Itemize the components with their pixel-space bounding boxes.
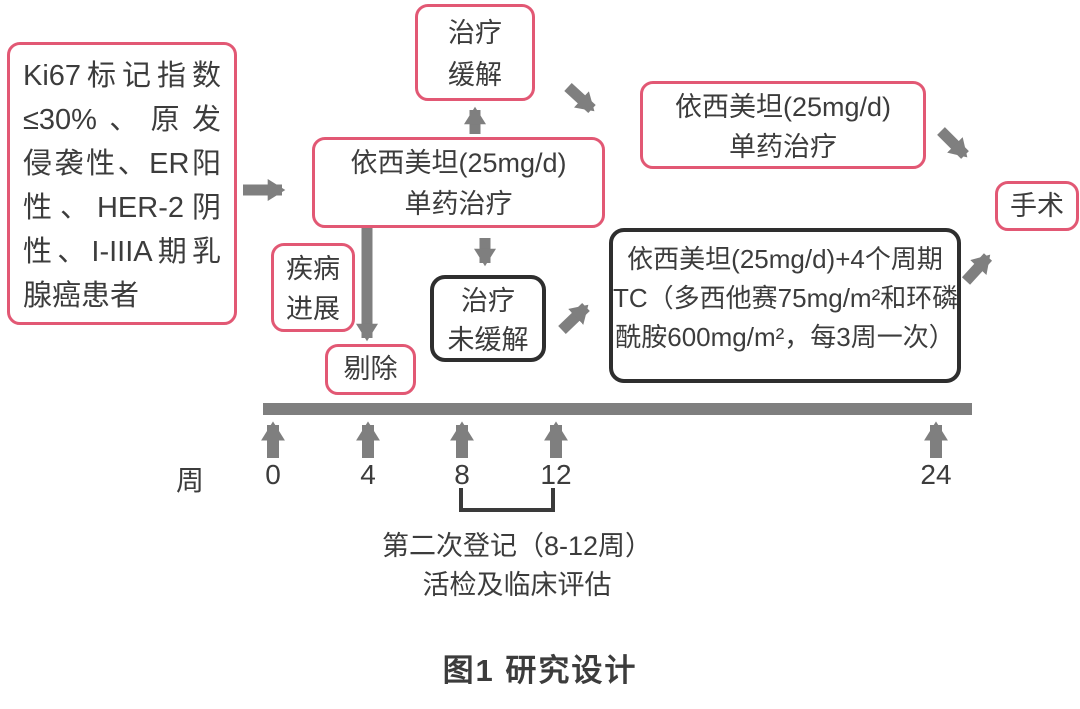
disease-progression-line1: 疾病: [286, 254, 340, 284]
exemestane-continue-line1: 依西美坦(25mg/d): [674, 92, 892, 122]
chemo-regimen-box: 依西美坦(25mg/d)+4个周期 TC（多西他赛75mg/m²和环磷 酰胺60…: [609, 228, 961, 383]
tick-label-week-24: 24: [920, 459, 952, 490]
tick-label-week-12: 12: [540, 459, 572, 490]
tick-label-week-8: 8: [454, 459, 470, 490]
patient-criteria-line: ≤30%、原发: [23, 104, 221, 136]
treatment-response-line1: 治疗: [448, 18, 502, 48]
patient-criteria-line: 腺癌患者: [23, 280, 140, 312]
removal-label: 剔除: [343, 354, 398, 384]
patient-criteria-line: 性、HER-2阴: [23, 192, 221, 224]
week-8-12-bracket: [459, 488, 555, 512]
timeline-axis-label: 周: [175, 465, 205, 496]
timeline-bar: [263, 403, 972, 415]
exemestane-initial-line1: 依西美坦(25mg/d): [350, 148, 567, 178]
exemestane-continue-line2: 单药治疗: [729, 132, 837, 162]
second-registration-note-line1: 第二次登记（8-12周）: [381, 531, 653, 561]
no-response-line1: 治疗: [461, 286, 515, 316]
chemo-regimen-line3: 酰胺600mg/m²，每3周一次）: [615, 322, 955, 352]
exemestane-continue-box: 依西美坦(25mg/d) 单药治疗: [640, 81, 926, 169]
tick-label-week-4: 4: [360, 459, 376, 490]
exemestane-initial-line2: 单药治疗: [404, 189, 513, 219]
tick-label-week-0: 0: [265, 459, 281, 490]
surgery-box: 手术: [995, 181, 1079, 231]
arrow-chemo-to-surgery: [961, 253, 993, 285]
treatment-response-box: 治疗 缓解: [415, 4, 535, 101]
no-response-line2: 未缓解: [447, 325, 529, 355]
patient-criteria-line: Ki67标记指数: [23, 60, 221, 92]
exemestane-initial-box: 依西美坦(25mg/d) 单药治疗: [312, 137, 605, 228]
disease-progression-line2: 进展: [286, 294, 340, 324]
removal-box: 剔除: [325, 344, 416, 395]
chemo-regimen-line1: 依西美坦(25mg/d)+4个周期: [627, 244, 943, 274]
figure-caption: 图1 研究设计: [442, 653, 638, 688]
disease-progression-box: 疾病 进展: [271, 243, 355, 332]
patient-criteria-line: 性、I-IIIA期乳: [23, 236, 221, 268]
second-registration-note-line2: 活检及临床评估: [422, 570, 612, 600]
treatment-response-line2: 缓解: [448, 60, 502, 90]
arrow-response-to-continue: [564, 82, 596, 114]
chemo-regimen-line2: TC（多西他赛75mg/m²和环磷: [613, 283, 959, 313]
arrow-no-response-to-chemo: [558, 303, 590, 334]
surgery-label: 手术: [1010, 191, 1064, 221]
patient-criteria-box: Ki67标记指数 ≤30%、原发 侵袭性、ER阳 性、HER-2阴 性、I-II…: [7, 42, 237, 325]
no-response-box: 治疗 未缓解: [430, 275, 546, 362]
arrow-continue-to-surgery: [937, 127, 969, 159]
patient-criteria-line: 侵袭性、ER阳: [23, 148, 221, 180]
